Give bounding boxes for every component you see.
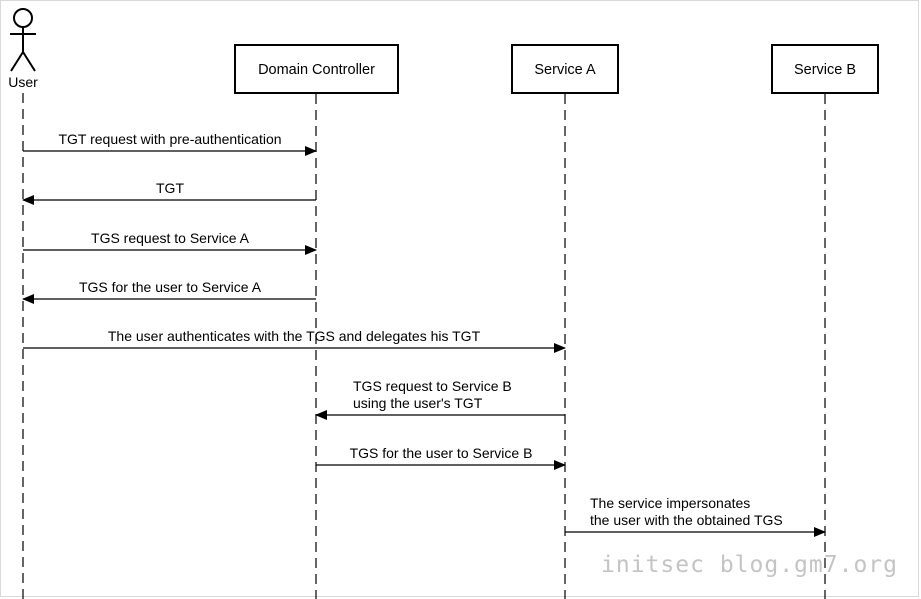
- message-label: TGT: [156, 180, 184, 196]
- message-label-line-2: the user with the obtained TGS: [590, 512, 783, 528]
- message-tgt-request: TGT request with pre-authentication: [23, 131, 317, 156]
- participant-domain-controller: Domain Controller: [234, 44, 399, 94]
- message-label: TGS for the user to Service A: [79, 279, 262, 295]
- participant-service-a: Service A: [511, 44, 619, 94]
- watermark-text: initsec blog.gm7.org: [601, 552, 898, 578]
- message-label-line-2: using the user's TGT: [353, 395, 483, 411]
- message-tgs-request-service-b: TGS request to Service B using the user'…: [315, 378, 565, 420]
- participant-label-domain-controller: Domain Controller: [258, 62, 375, 78]
- message-tgs-response-service-b: TGS for the user to Service B: [316, 445, 566, 470]
- message-label-line-1: TGS request to Service B: [353, 378, 512, 394]
- message-label: TGS request to Service A: [91, 230, 250, 246]
- user-actor-icon: [10, 8, 36, 72]
- participant-label-service-b: Service B: [794, 62, 856, 78]
- participant-label-service-a: Service A: [534, 62, 596, 78]
- participant-service-b: Service B: [771, 44, 879, 94]
- message-tgs-request-service-a: TGS request to Service A: [23, 230, 317, 255]
- message-tgs-response-service-a: TGS for the user to Service A: [22, 279, 316, 304]
- message-label: The user authenticates with the TGS and …: [108, 328, 481, 344]
- message-label-line-1: The service impersonates: [590, 495, 750, 511]
- message-tgt-response: TGT: [22, 180, 316, 205]
- actor-label-user: User: [8, 74, 38, 90]
- message-label: TGT request with pre-authentication: [58, 131, 281, 147]
- message-service-impersonates: The service impersonates the user with t…: [565, 495, 826, 537]
- message-user-authenticates: The user authenticates with the TGS and …: [23, 328, 566, 353]
- message-label: TGS for the user to Service B: [350, 445, 533, 461]
